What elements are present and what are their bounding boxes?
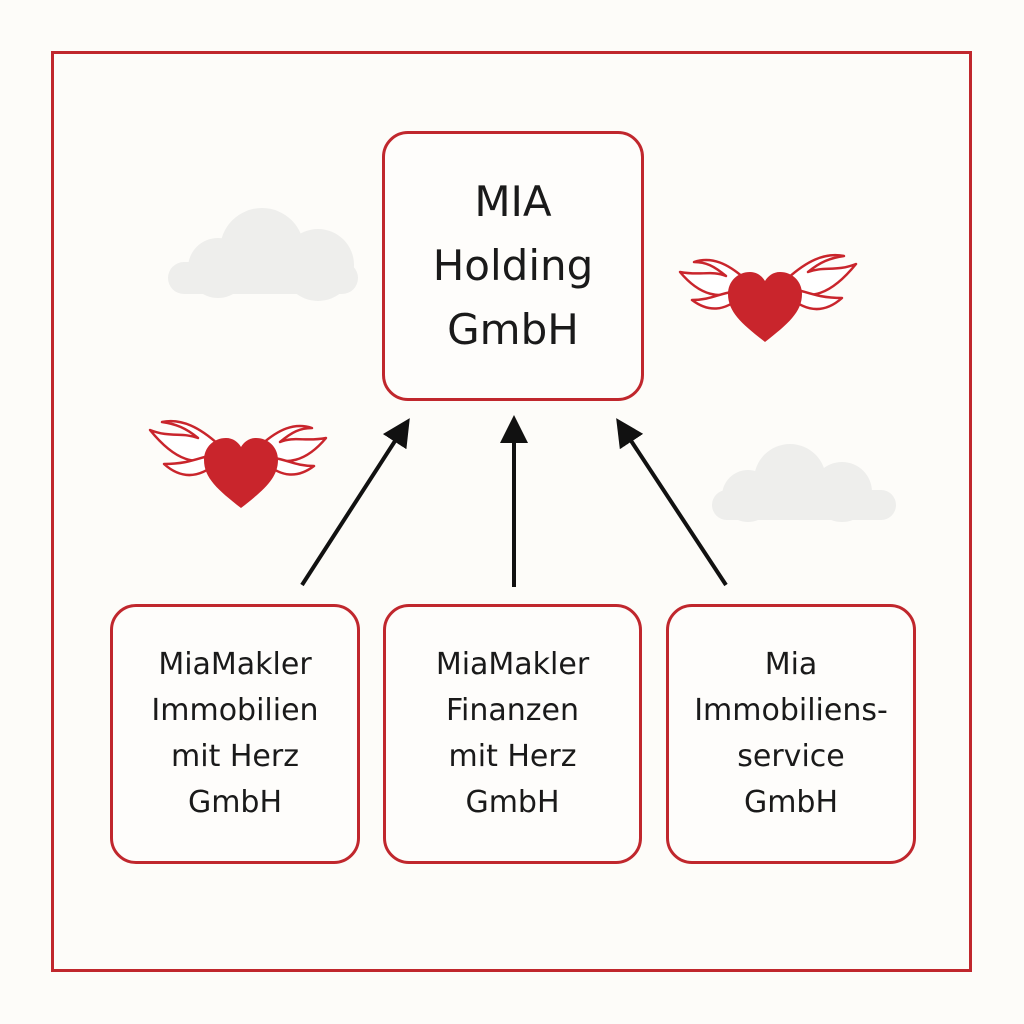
subsidiary-label-line: mit Herz [171,739,299,774]
subsidiary-label-line: Immobilien [151,693,319,728]
winged-heart-icon [148,419,328,508]
holding-label-line: MIA [474,177,552,226]
subsidiary-label-line: service [737,739,845,774]
subsidiary-label-line: MiaMakler [435,647,590,682]
subsidiary-label-line: Immobiliens- [694,693,888,728]
diagram-frame [51,51,972,972]
edge-arrow [300,418,410,587]
subsidiary-label-line: Mia [764,647,818,682]
subsidiary-label-line: GmbH [187,785,283,820]
holding-label-line: Holding [432,241,594,290]
holding-node: MIA Holding GmbH [382,131,644,401]
edge-arrow [616,418,728,587]
subsidiary-label-line: mit Herz [448,739,577,774]
cloud-icon [168,208,358,301]
subsidiary-node-immobilien: MiaMakler Immobilien mit Herz GmbH [110,604,360,864]
holding-label-line: GmbH [447,305,579,354]
subsidiary-node-finanzen: MiaMakler Finanzen mit Herz GmbH [383,604,642,864]
winged-heart-icon [678,253,858,342]
subsidiary-label-line: GmbH [465,785,560,820]
subsidiary-label-line: Finanzen [445,693,580,728]
cloud-icon [712,444,896,522]
subsidiary-label-line: MiaMakler [158,647,312,682]
subsidiary-label-line: GmbH [743,785,839,820]
subsidiary-node-immobilienservice: Mia Immobiliens- service GmbH [666,604,916,864]
